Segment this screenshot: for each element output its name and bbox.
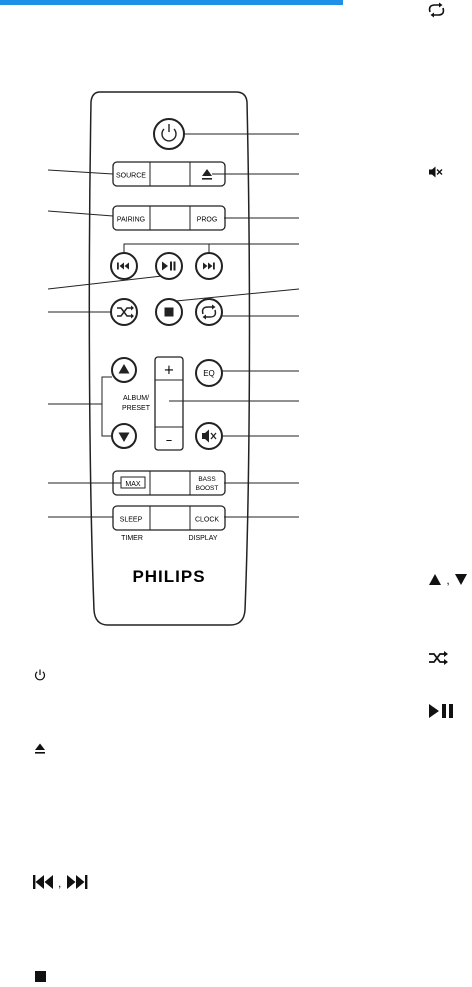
preset-label: PRESET (122, 405, 151, 412)
mute-icon (202, 429, 217, 443)
eq-label: EQ (203, 369, 215, 378)
pairing-button[interactable]: PAIRING (117, 217, 145, 224)
header-accent-bar (0, 0, 343, 5)
max-button[interactable]: MAX (125, 481, 141, 488)
shuffle-icon-right (429, 651, 449, 665)
callout-source (47, 169, 114, 175)
power-button[interactable] (153, 118, 185, 150)
next-icon (203, 262, 215, 270)
timer-label: TIMER (121, 535, 143, 542)
power-icon (34, 669, 46, 681)
clock-button[interactable]: CLOCK (195, 517, 219, 524)
down-arrow-icon (118, 432, 130, 442)
callout-stop (175, 288, 300, 302)
boost-label: BOOST (196, 485, 219, 492)
repeat-button[interactable] (195, 298, 223, 326)
up-arrow-icon (118, 364, 130, 374)
power-icon-left (34, 668, 46, 681)
eject-button[interactable] (202, 169, 212, 180)
stop-icon-left (35, 971, 46, 982)
svg-text:,: , (58, 876, 61, 889)
eject-icon-left (34, 742, 46, 754)
svg-text:,: , (446, 573, 449, 587)
brand-logo: PHILIPS (132, 567, 205, 586)
stop-icon (164, 307, 174, 317)
callout-pairing (47, 210, 114, 217)
prev-next-icon-left: , (33, 875, 97, 890)
play-pause-button[interactable] (155, 252, 183, 280)
repeat-icon (201, 304, 217, 320)
callout-play-pause (47, 275, 163, 290)
callout-prev-next (123, 243, 299, 253)
play-pause-icon (162, 261, 176, 271)
previous-icon (117, 262, 129, 270)
callout-album-preset (101, 376, 112, 437)
bass-label[interactable]: BASS (198, 476, 216, 483)
shuffle-icon (117, 305, 134, 319)
sleep-clock-bar (112, 505, 226, 531)
repeat-icon-right (427, 2, 447, 18)
prog-button[interactable]: PROG (197, 217, 218, 224)
volume-down-button[interactable]: – (166, 433, 173, 448)
display-label: DISPLAY (188, 535, 217, 542)
up-down-arrows-icon-right: , (428, 573, 468, 587)
eject-icon (35, 743, 45, 754)
volume-up-button[interactable]: + (164, 363, 175, 378)
play-pause-icon-right (429, 704, 455, 718)
eq-button[interactable] (195, 359, 223, 387)
source-button[interactable]: SOURCE (116, 173, 146, 180)
sleep-button[interactable]: SLEEP (120, 517, 143, 524)
repeat-icon (428, 2, 445, 18)
album-label: ALBUM/ (123, 395, 149, 402)
mute-icon-right (429, 165, 443, 178)
